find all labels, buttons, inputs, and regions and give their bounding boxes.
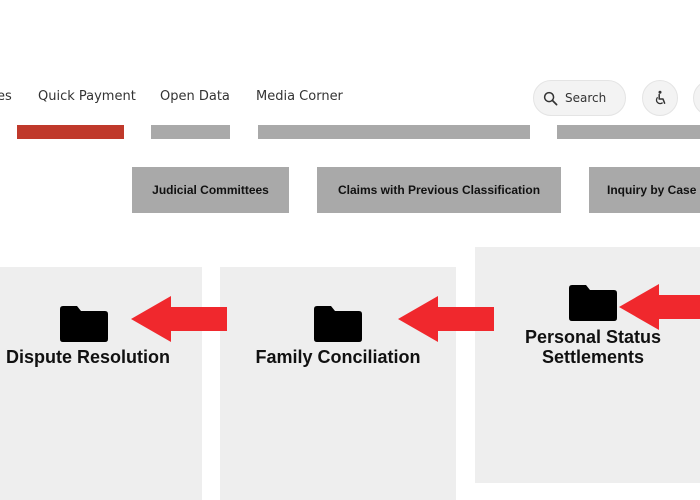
button-label: Judicial Committees: [152, 183, 269, 197]
accessibility-button[interactable]: [642, 80, 678, 116]
arrow-left-icon: [398, 296, 494, 342]
judicial-committees-button[interactable]: Judicial Committees: [132, 167, 289, 213]
active-tab-bar[interactable]: [17, 125, 124, 139]
card-personal-status-settlements[interactable]: Personal Status Settlements: [475, 247, 700, 483]
accessibility-icon: [655, 90, 666, 105]
nav-link-open-data[interactable]: Open Data: [160, 89, 230, 104]
search-button[interactable]: Search: [533, 80, 626, 116]
tab-bar[interactable]: [557, 125, 700, 139]
button-label: Inquiry by Case: [607, 183, 697, 197]
tab-bar[interactable]: [258, 125, 530, 139]
search-label: Search: [565, 91, 607, 105]
top-navigation: es Quick Payment Open Data Media Corner …: [0, 0, 700, 125]
partial-round-button[interactable]: [693, 80, 700, 116]
folder-icon: [569, 285, 617, 321]
card-title: Family Conciliation: [255, 347, 421, 367]
card-title-line-2: Settlements: [541, 347, 645, 367]
nav-link-quick-payment[interactable]: Quick Payment: [38, 89, 136, 104]
arrow-left-icon: [131, 296, 227, 342]
folder-icon: [314, 306, 362, 342]
card-title-line-1: Personal Status: [524, 327, 662, 347]
card-title: Dispute Resolution: [5, 347, 170, 367]
search-icon: [543, 91, 558, 105]
inquiry-by-case-button[interactable]: Inquiry by Case: [589, 167, 700, 213]
button-label: Claims with Previous Classification: [337, 183, 541, 197]
arrow-left-icon: [619, 284, 700, 330]
nav-link-services[interactable]: es: [0, 89, 12, 104]
folder-icon: [60, 306, 108, 342]
card-family-conciliation[interactable]: Family Conciliation: [220, 267, 456, 500]
tab-bar[interactable]: [151, 125, 230, 139]
nav-link-media-corner[interactable]: Media Corner: [256, 89, 343, 104]
claims-previous-classification-button[interactable]: Claims with Previous Classification: [317, 167, 561, 213]
